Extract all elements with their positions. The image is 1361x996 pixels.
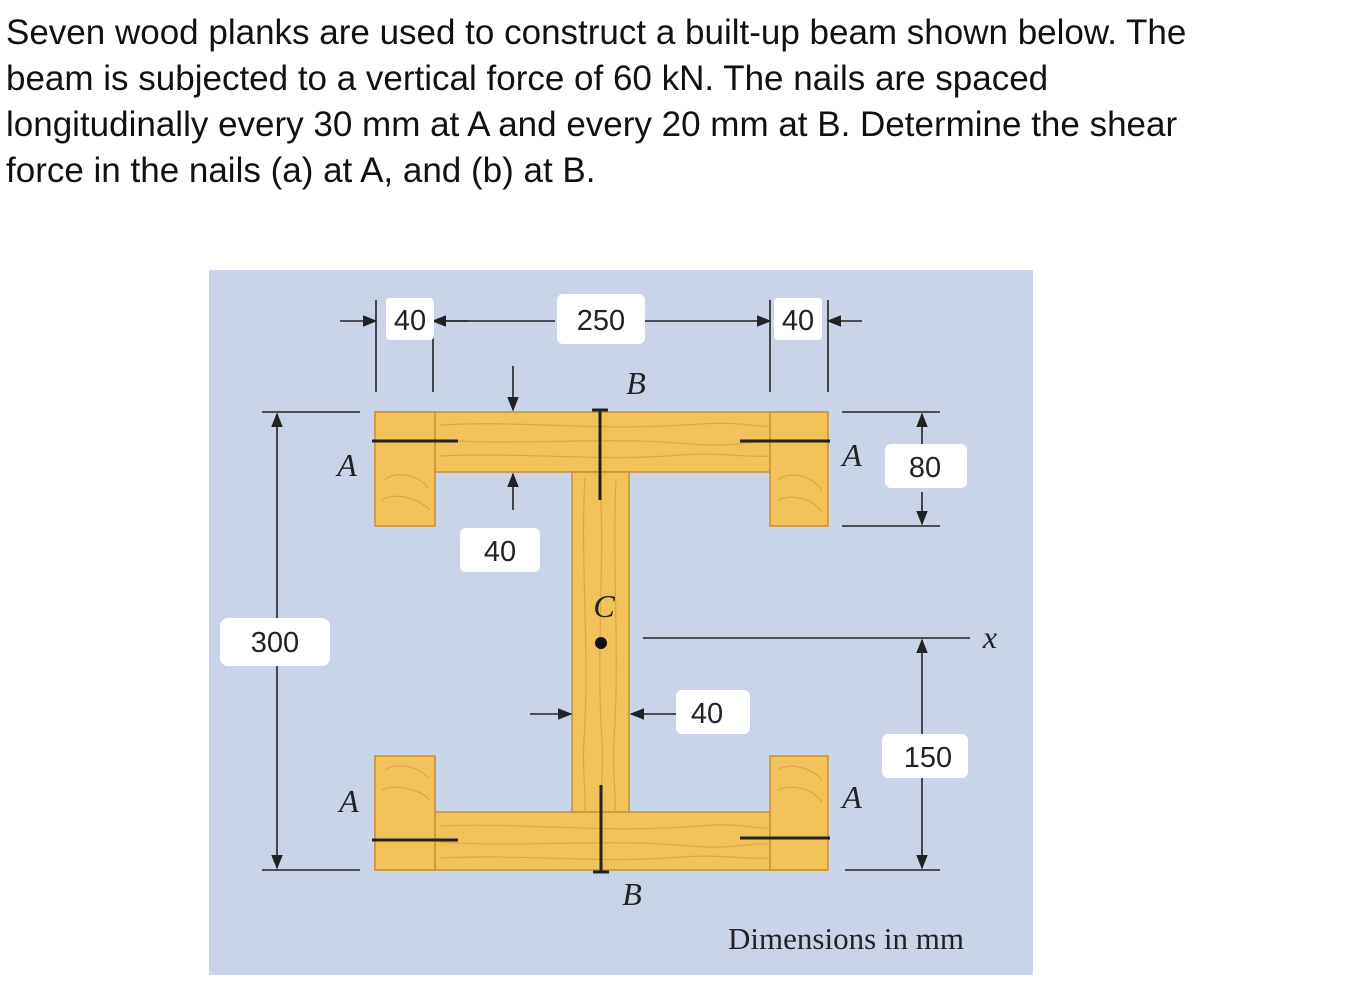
problem-line-2: beam is subjected to a vertical force of… (6, 59, 1049, 98)
bottom-right-edge-plank (769, 755, 829, 871)
label-a-bottom-right: A (840, 779, 862, 815)
dim-neutral-axis-height: 150 (904, 742, 952, 774)
bottom-left-edge-plank (374, 755, 436, 871)
label-b-bottom: B (622, 876, 642, 912)
label-a-top-left: A (335, 447, 357, 483)
dim-web-thickness-top: 40 (484, 536, 516, 568)
dim-right-plank-width: 40 (782, 305, 814, 337)
dim-left-plank-width: 40 (394, 305, 426, 337)
figure-caption: Dimensions in mm (728, 921, 964, 956)
dimension-lines (262, 300, 970, 871)
dim-flange-span: 250 (577, 305, 625, 337)
label-axis-x: x (982, 619, 997, 655)
label-centroid: C (593, 588, 615, 624)
nails (372, 408, 830, 874)
label-a-bottom-left: A (337, 783, 359, 819)
dim-plank-height: 80 (909, 452, 941, 484)
problem-line-4: force in the nails (a) at A, and (b) at … (6, 151, 596, 190)
label-b-top: B (626, 365, 646, 401)
problem-line-1: Seven wood planks are used to construct … (6, 13, 1187, 52)
top-left-edge-plank (374, 411, 436, 527)
label-a-top-right: A (840, 437, 862, 473)
label-backgrounds (220, 294, 968, 778)
problem-statement: Seven wood planks are used to construct … (6, 10, 1358, 194)
centroid-point (595, 637, 607, 649)
dim-depth: 300 (251, 627, 299, 659)
dim-web-thickness-bottom: 40 (691, 698, 723, 730)
wood-grain (381, 422, 823, 861)
problem-line-3: longitudinally every 30 mm at A and ever… (6, 105, 1178, 144)
